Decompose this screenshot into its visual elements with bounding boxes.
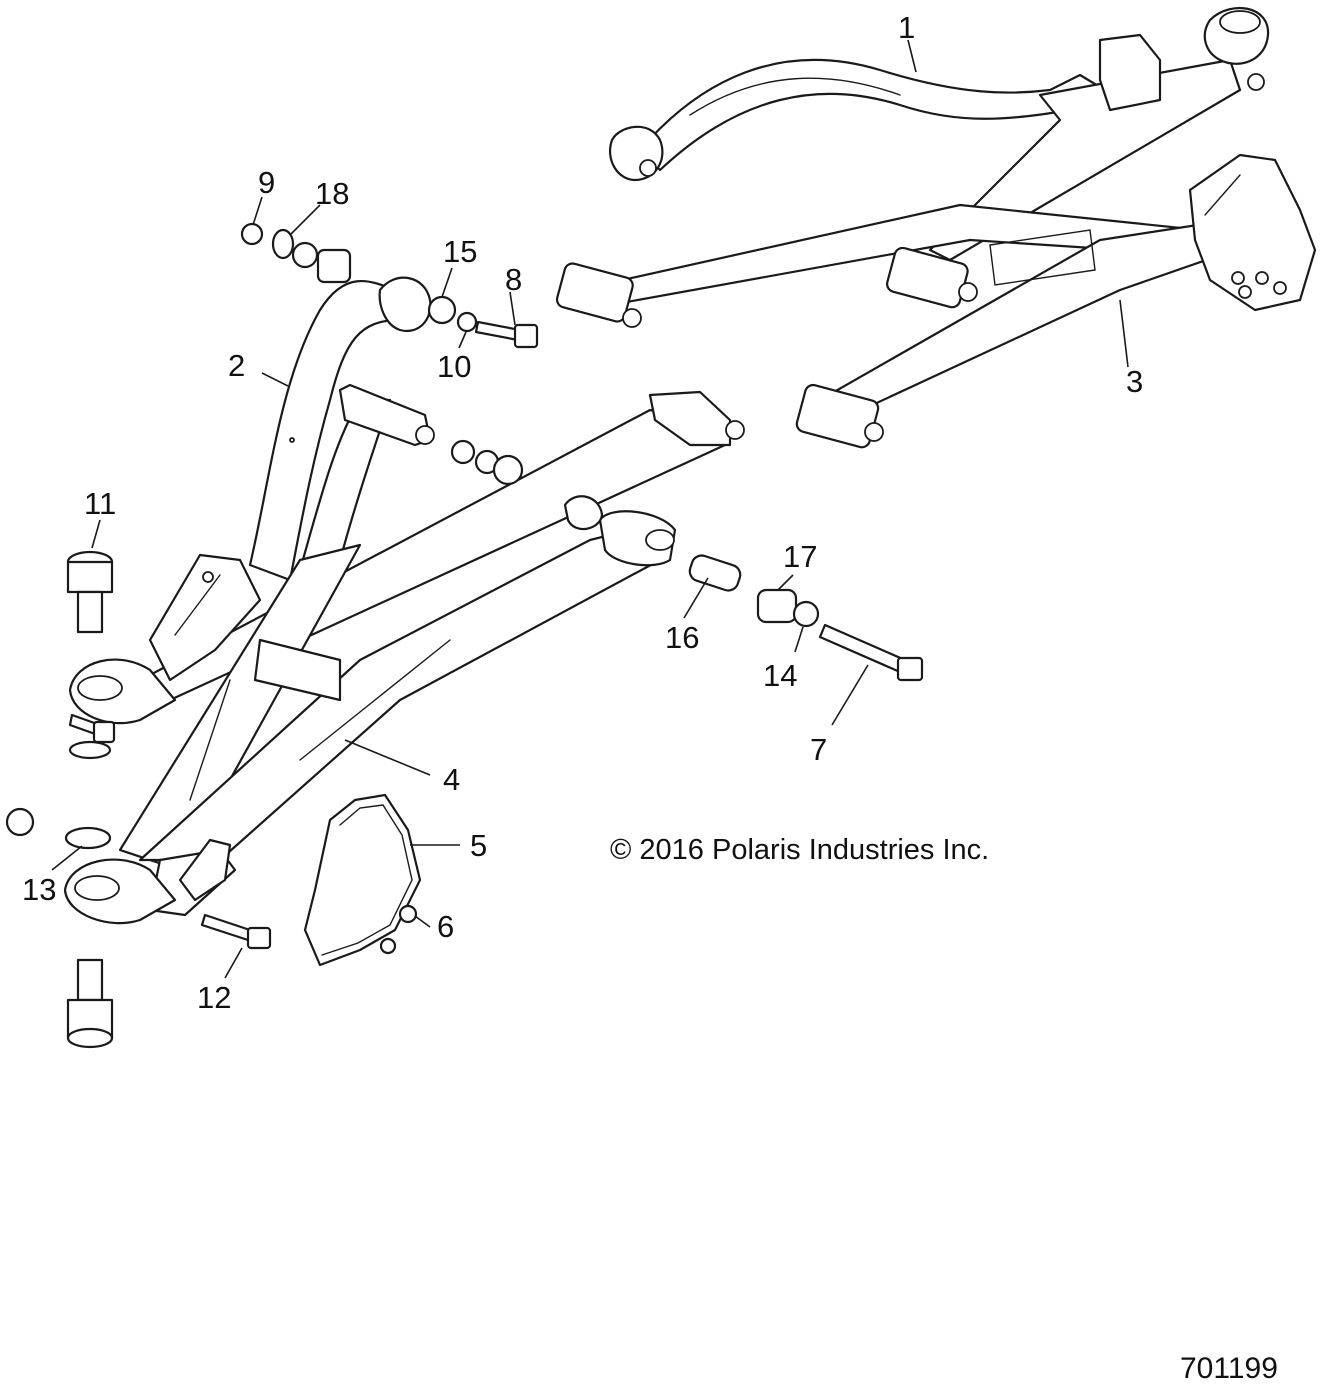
callout-12: 12 xyxy=(197,980,231,1015)
callout-9: 9 xyxy=(258,165,275,200)
callout-18: 18 xyxy=(315,176,349,211)
callout-labels: 1 2 3 4 5 6 7 8 9 10 11 12 13 14 15 16 1… xyxy=(22,10,1143,1015)
lower-control-arm-right xyxy=(555,153,1317,449)
middle-bushings xyxy=(450,439,524,486)
lower-control-arm-front xyxy=(118,495,677,917)
knuckle-mount-lower xyxy=(63,838,232,925)
screw-set xyxy=(379,904,418,955)
bolt-12 xyxy=(200,913,272,950)
callout-17: 17 xyxy=(783,539,817,574)
upper-control-arm-front xyxy=(248,276,435,582)
callout-8: 8 xyxy=(505,262,522,297)
callout-15: 15 xyxy=(443,234,477,269)
callout-7: 7 xyxy=(810,732,827,767)
callout-5: 5 xyxy=(470,828,487,863)
callout-4: 4 xyxy=(443,762,460,797)
callout-11: 11 xyxy=(84,486,116,521)
document-number: 701199 xyxy=(1180,1352,1278,1385)
guard-plate xyxy=(303,793,422,967)
copyright-notice: © 2016 Polaris Industries Inc. xyxy=(610,834,990,866)
callout-14: 14 xyxy=(763,658,797,693)
ball-joint-upper xyxy=(66,550,114,634)
callout-13: 13 xyxy=(22,872,56,907)
ball-joint-lower xyxy=(66,958,114,1049)
callout-1: 1 xyxy=(898,10,915,45)
callout-16: 16 xyxy=(665,620,699,655)
lower-hardware xyxy=(688,554,924,682)
knuckle-bolt-upper xyxy=(68,713,116,760)
callout-2: 2 xyxy=(228,348,245,383)
retaining-ring xyxy=(5,807,112,850)
knuckle-mount-upper xyxy=(68,553,262,725)
callout-10: 10 xyxy=(437,349,471,384)
leader-lines xyxy=(51,39,1129,979)
upper-hardware xyxy=(240,222,539,349)
callout-3: 3 xyxy=(1126,364,1143,399)
callout-6: 6 xyxy=(437,909,454,944)
guard-plate-edge xyxy=(321,804,413,956)
